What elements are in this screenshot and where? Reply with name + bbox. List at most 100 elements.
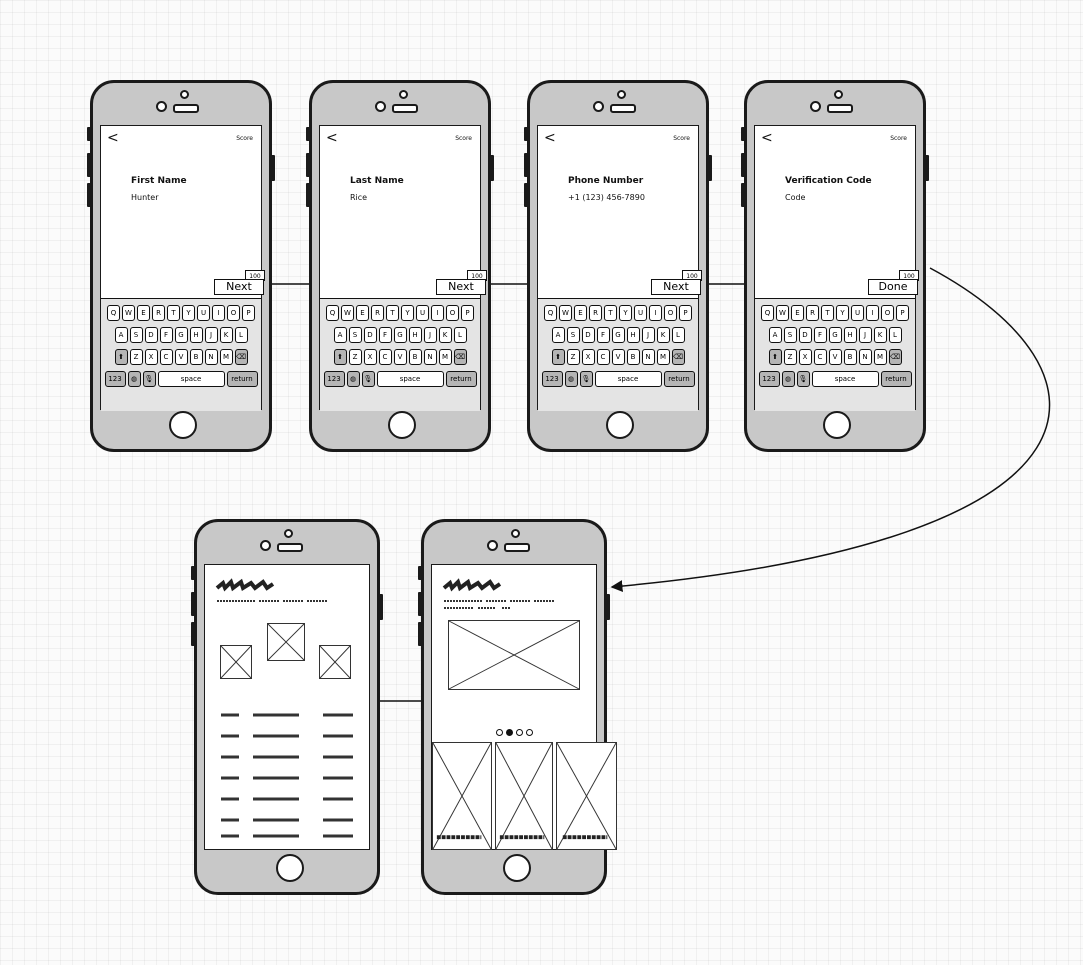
field-input[interactable]: Code <box>785 193 806 202</box>
home-button[interactable] <box>823 411 851 439</box>
key-l[interactable]: L <box>453 327 467 343</box>
key-k[interactable]: K <box>656 327 670 343</box>
microphone-icon[interactable]: 🎙 <box>361 371 375 387</box>
carousel-dot[interactable] <box>495 729 503 736</box>
field-input[interactable]: +1 (123) 456-7890 <box>568 193 645 202</box>
card-image[interactable] <box>495 742 553 850</box>
key-s[interactable]: S <box>348 327 362 343</box>
key-t[interactable]: T <box>167 305 180 321</box>
key-j[interactable]: J <box>641 327 655 343</box>
space-key[interactable]: space <box>811 371 879 387</box>
space-key[interactable]: space <box>376 371 444 387</box>
key-w[interactable]: W <box>122 305 135 321</box>
home-button[interactable] <box>169 411 197 439</box>
backspace-icon[interactable]: ⌫ <box>671 349 685 365</box>
key-v[interactable]: V <box>393 349 407 365</box>
key-p[interactable]: P <box>896 305 909 321</box>
key-d[interactable]: D <box>581 327 595 343</box>
key-n[interactable]: N <box>423 349 437 365</box>
key-h[interactable]: H <box>843 327 857 343</box>
key-x[interactable]: X <box>363 349 377 365</box>
key-j[interactable]: J <box>858 327 872 343</box>
carousel-pagination[interactable] <box>494 729 534 736</box>
key-r[interactable]: R <box>806 305 819 321</box>
key-v[interactable]: V <box>611 349 625 365</box>
space-key[interactable]: space <box>157 371 225 387</box>
key-b[interactable]: B <box>626 349 640 365</box>
globe-icon[interactable]: ◍ <box>346 371 360 387</box>
key-b[interactable]: B <box>189 349 203 365</box>
key-h[interactable]: H <box>626 327 640 343</box>
key-g[interactable]: G <box>174 327 188 343</box>
backspace-icon[interactable]: ⌫ <box>234 349 248 365</box>
next-button[interactable]: Next <box>436 279 486 295</box>
key-i[interactable]: I <box>212 305 225 321</box>
key-i[interactable]: I <box>866 305 879 321</box>
next-button[interactable]: Next <box>651 279 701 295</box>
key-d[interactable]: D <box>144 327 158 343</box>
backspace-icon[interactable]: ⌫ <box>888 349 902 365</box>
key-e[interactable]: E <box>356 305 369 321</box>
key-u[interactable]: U <box>416 305 429 321</box>
key-g[interactable]: G <box>611 327 625 343</box>
shift-arrow-icon[interactable]: ⬆ <box>768 349 782 365</box>
key-k[interactable]: K <box>438 327 452 343</box>
key-c[interactable]: C <box>159 349 173 365</box>
globe-icon[interactable]: ◍ <box>564 371 578 387</box>
return-key[interactable]: return <box>663 371 695 387</box>
key-f[interactable]: F <box>596 327 610 343</box>
key-o[interactable]: O <box>664 305 677 321</box>
key-r[interactable]: R <box>152 305 165 321</box>
key-d[interactable]: D <box>798 327 812 343</box>
key-b[interactable]: B <box>843 349 857 365</box>
chevron-left-icon[interactable]: < <box>326 130 338 146</box>
return-key[interactable]: return <box>880 371 912 387</box>
key-v[interactable]: V <box>828 349 842 365</box>
shift-arrow-icon[interactable]: ⬆ <box>551 349 565 365</box>
carousel-dot[interactable] <box>515 729 523 736</box>
key-s[interactable]: S <box>783 327 797 343</box>
key-u[interactable]: U <box>634 305 647 321</box>
key-c[interactable]: C <box>378 349 392 365</box>
key-l[interactable]: L <box>234 327 248 343</box>
key-u[interactable]: U <box>851 305 864 321</box>
key-r[interactable]: R <box>371 305 384 321</box>
microphone-icon[interactable]: 🎙 <box>579 371 593 387</box>
key-h[interactable]: H <box>189 327 203 343</box>
key-e[interactable]: E <box>791 305 804 321</box>
key-p[interactable]: P <box>679 305 692 321</box>
home-button[interactable] <box>276 854 304 882</box>
key-c[interactable]: C <box>813 349 827 365</box>
key-n[interactable]: N <box>858 349 872 365</box>
key-w[interactable]: W <box>776 305 789 321</box>
numbers-key[interactable]: 123 <box>323 371 345 387</box>
key-e[interactable]: E <box>574 305 587 321</box>
key-t[interactable]: T <box>386 305 399 321</box>
return-key[interactable]: return <box>445 371 477 387</box>
key-v[interactable]: V <box>174 349 188 365</box>
key-y[interactable]: Y <box>401 305 414 321</box>
key-q[interactable]: Q <box>761 305 774 321</box>
shift-arrow-icon[interactable]: ⬆ <box>333 349 347 365</box>
key-i[interactable]: I <box>431 305 444 321</box>
key-m[interactable]: M <box>656 349 670 365</box>
chevron-left-icon[interactable]: < <box>107 130 119 146</box>
home-button[interactable] <box>388 411 416 439</box>
carousel-dot[interactable] <box>505 729 513 736</box>
globe-icon[interactable]: ◍ <box>127 371 141 387</box>
key-z[interactable]: Z <box>348 349 362 365</box>
globe-icon[interactable]: ◍ <box>781 371 795 387</box>
key-p[interactable]: P <box>242 305 255 321</box>
key-f[interactable]: F <box>813 327 827 343</box>
key-p[interactable]: P <box>461 305 474 321</box>
home-button[interactable] <box>606 411 634 439</box>
key-w[interactable]: W <box>559 305 572 321</box>
key-m[interactable]: M <box>219 349 233 365</box>
key-w[interactable]: W <box>341 305 354 321</box>
microphone-icon[interactable]: 🎙 <box>796 371 810 387</box>
key-z[interactable]: Z <box>129 349 143 365</box>
key-a[interactable]: A <box>768 327 782 343</box>
key-q[interactable]: Q <box>326 305 339 321</box>
numbers-key[interactable]: 123 <box>104 371 126 387</box>
next-button[interactable]: Next <box>214 279 264 295</box>
